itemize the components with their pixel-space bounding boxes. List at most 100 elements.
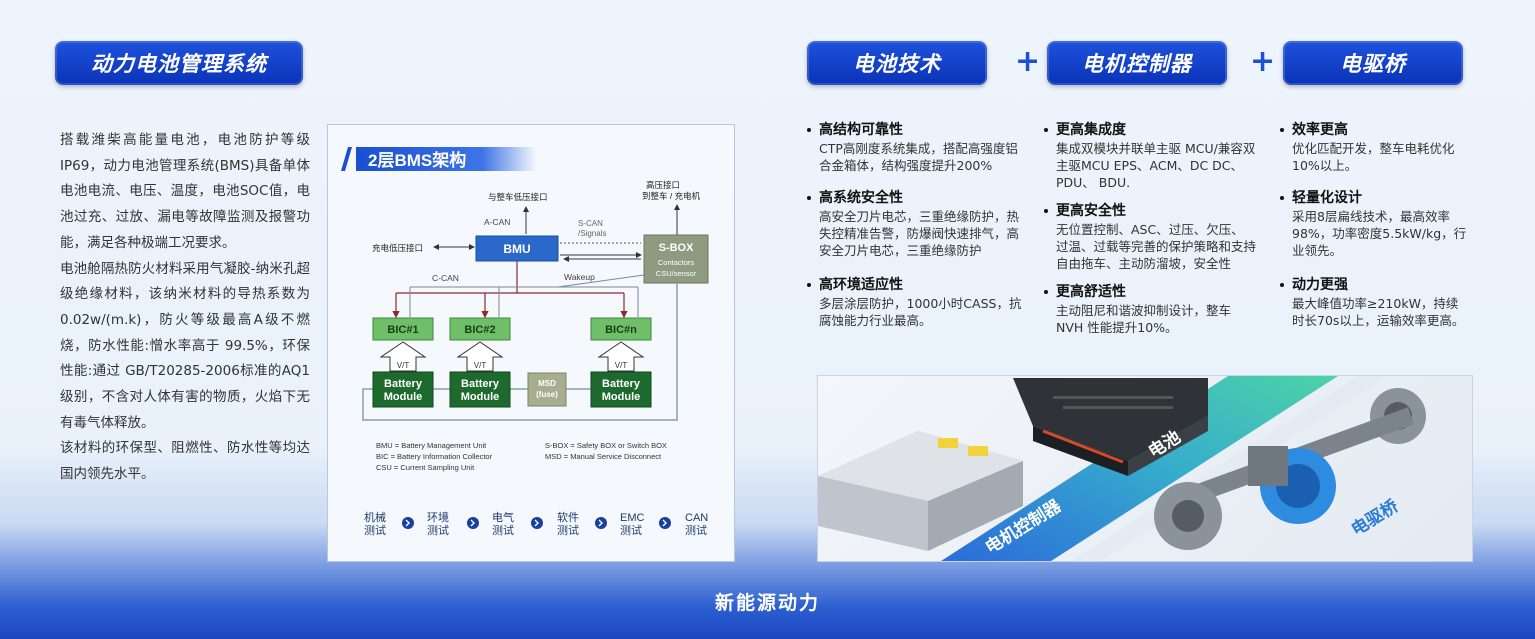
bicn-label: BIC#n	[605, 324, 637, 336]
feature-body: 最大峰值功率≥210kW，持续时长70s以上，运输效率更高。	[1292, 296, 1465, 328]
bms-description: 搭载潍柴高能量电池，电池防护等级IP69，动力电池管理系统(BMS)具备单体电池…	[60, 128, 310, 488]
plus-sign-2: +	[1250, 44, 1276, 79]
motor-controller-label: 电机控制器	[1082, 52, 1192, 76]
msd-fuse-box: MSD (fuse)	[527, 372, 567, 407]
feature-title: 效率更高	[1292, 122, 1348, 138]
feature-body: 主动阻尼和谐波抑制设计，整车 NVH 性能提升10%。	[1056, 303, 1232, 335]
vt-arrow-1: V/T	[379, 341, 427, 372]
e-axle-image	[1154, 388, 1426, 550]
feature-item: 动力更强 最大峰值功率≥210kW，持续时长70s以上，运输效率更高。	[1280, 275, 1470, 329]
vt-label-n: V/T	[615, 361, 628, 370]
bullet-icon	[1280, 283, 1284, 287]
test-can-2: 测试	[685, 524, 707, 537]
chevron-right-icon	[467, 517, 479, 529]
wakeup-label: Wakeup	[564, 272, 595, 282]
vt-arrow-2: V/T	[456, 341, 504, 372]
test-mechanical-2: 测试	[364, 524, 386, 537]
feature-title: 更高安全性	[1056, 203, 1126, 219]
bic1-label: BIC#1	[387, 324, 418, 336]
bullet-icon	[807, 128, 811, 132]
feature-item: 效率更高 优化匹配开发，整车电耗优化10%以上。	[1280, 120, 1470, 174]
test-environment-2: 测试	[427, 524, 449, 537]
e-axle-label: 电驱桥	[1340, 52, 1406, 76]
battery-module-n-line2: Module	[602, 391, 641, 403]
feature-title: 高环境适应性	[819, 277, 903, 293]
feature-title: 轻量化设计	[1292, 190, 1362, 206]
e-axle-features-column: 效率更高 优化匹配开发，整车电耗优化10%以上。 轻量化设计 采用8层扁线技术，…	[1280, 120, 1470, 339]
feature-title: 动力更强	[1292, 277, 1348, 293]
chevron-right-icon	[402, 517, 414, 529]
ccan-label: C-CAN	[432, 273, 459, 283]
feature-title: 高结构可靠性	[819, 122, 903, 138]
description-paragraph-1: 搭载潍柴高能量电池，电池防护等级IP69，动力电池管理系统(BMS)具备单体电池…	[60, 132, 310, 251]
feature-item: 高环境适应性 多层涂层防护，1000小时CASS，抗腐蚀能力行业最高。	[807, 275, 1027, 329]
test-software-2: 测试	[557, 524, 579, 537]
test-emc-1: EMC	[620, 512, 645, 524]
bullet-icon	[1044, 290, 1048, 294]
battery-pack-image	[1013, 378, 1208, 476]
battery-module-2-line1: Battery	[461, 378, 500, 390]
bms-title-pill: 动力电池管理系统	[55, 41, 303, 85]
test-emc-2: 测试	[620, 524, 642, 537]
vt-label-2: V/T	[474, 361, 487, 370]
test-software-1: 软件	[557, 510, 579, 524]
battery-module-n: Battery Module	[590, 371, 652, 408]
bic2-box: BIC#2	[449, 317, 511, 341]
feature-title: 更高集成度	[1056, 122, 1126, 138]
battery-module-1-line1: Battery	[384, 378, 423, 390]
chevron-right-icon	[659, 517, 671, 529]
bms-title-bar: 2层BMS架构	[341, 147, 536, 171]
battery-features-column: 高结构可靠性 CTP高刚度系统集成，搭配高强度铝合金箱体，结构强度提升200% …	[807, 120, 1027, 339]
vehicle-lv-port-label: 与整车低压接口	[488, 192, 548, 202]
feature-title: 高系统安全性	[819, 190, 903, 206]
battery-module-1-line2: Module	[384, 391, 423, 403]
sbox-label: S-BOX	[659, 242, 695, 254]
e-axle-pill: 电驱桥	[1283, 41, 1463, 85]
description-paragraph-2: 电池舱隔热防火材料采用气凝胶-纳米孔超级绝缘材料，该纳米材料的导热系数为0.02…	[60, 260, 310, 431]
charge-lv-port-label: 充电低压接口	[372, 243, 423, 253]
feature-body: CTP高刚度系统集成，搭配高强度铝合金箱体，结构强度提升200%	[819, 141, 1018, 173]
sbox-box: S-BOX Contactors CSU/sensor	[643, 234, 709, 284]
description-paragraph-3: 该材料的环保型、阻燃性、防水性等均达国内领先水平。	[60, 440, 310, 483]
battery-tech-label: 电池技术	[853, 52, 941, 76]
battery-module-n-line1: Battery	[602, 378, 641, 390]
bic1-box: BIC#1	[372, 317, 434, 341]
bms-architecture-diagram: 2层BMS架构 与整车低压接口 高压接口 到整车 / 充电机 A-CAN S-C…	[327, 124, 735, 562]
feature-item: 更高舒适性 主动阻尼和谐波抑制设计，整车 NVH 性能提升10%。	[1044, 282, 1256, 336]
test-steps-row: 机械 测试 环境 测试 电气 测试 软件 测试 EMC 测试 CAN 测试	[364, 510, 708, 537]
bullet-icon	[807, 196, 811, 200]
feature-body: 集成双模块并联单主驱 MCU/兼容双主驱MCU EPS、ACM、DC DC、PD…	[1056, 141, 1256, 190]
motor-controller-image	[818, 431, 1023, 551]
product-photo: 电池 电机控制器 电驱桥	[817, 375, 1473, 562]
msd-fuse-label: (fuse)	[536, 390, 558, 399]
feature-item: 轻量化设计 采用8层扁线技术，最高效率98%，功率密度5.5kW/kg，行业领先…	[1280, 188, 1470, 259]
scan-label-1: S-CAN	[578, 219, 603, 228]
bmu-label: BMU	[503, 242, 530, 256]
battery-module-2: Battery Module	[449, 371, 511, 408]
test-electrical-1: 电气	[492, 510, 514, 524]
test-environment-1: 环境	[427, 510, 449, 524]
bic2-label: BIC#2	[464, 324, 495, 336]
legend-msd: MSD = Manual Service Disconnect	[545, 452, 662, 461]
battery-module-1: Battery Module	[372, 371, 434, 408]
msd-label: MSD	[538, 379, 556, 388]
bullet-icon	[1280, 196, 1284, 200]
bms-title-label: 动力电池管理系统	[91, 52, 267, 76]
feature-item: 高结构可靠性 CTP高刚度系统集成，搭配高强度铝合金箱体，结构强度提升200%	[807, 120, 1027, 174]
bmu-box: BMU	[475, 235, 559, 262]
battery-tech-pill: 电池技术	[807, 41, 987, 85]
test-mechanical-1: 机械	[364, 510, 386, 524]
hv-port-label-2: 到整车 / 充电机	[642, 191, 701, 201]
photo-label-e-axle: 电驱桥	[1348, 495, 1403, 540]
motor-controller-pill: 电机控制器	[1047, 41, 1227, 85]
vt-label-1: V/T	[397, 361, 410, 370]
vt-arrow-n: V/T	[597, 341, 645, 372]
chevron-right-icon	[531, 517, 543, 529]
test-can-1: CAN	[685, 512, 708, 524]
plus-sign-1: +	[1015, 44, 1041, 79]
feature-body: 高安全刀片电芯，三重绝缘防护，热失控精准告警，防爆阀快速排气，高安全刀片电芯，三…	[819, 209, 1020, 258]
hv-port-label-1: 高压接口	[646, 180, 680, 190]
feature-item: 高系统安全性 高安全刀片电芯，三重绝缘防护，热失控精准告警，防爆阀快速排气，高安…	[807, 188, 1027, 259]
bullet-icon	[1044, 128, 1048, 132]
bullet-icon	[1044, 209, 1048, 213]
